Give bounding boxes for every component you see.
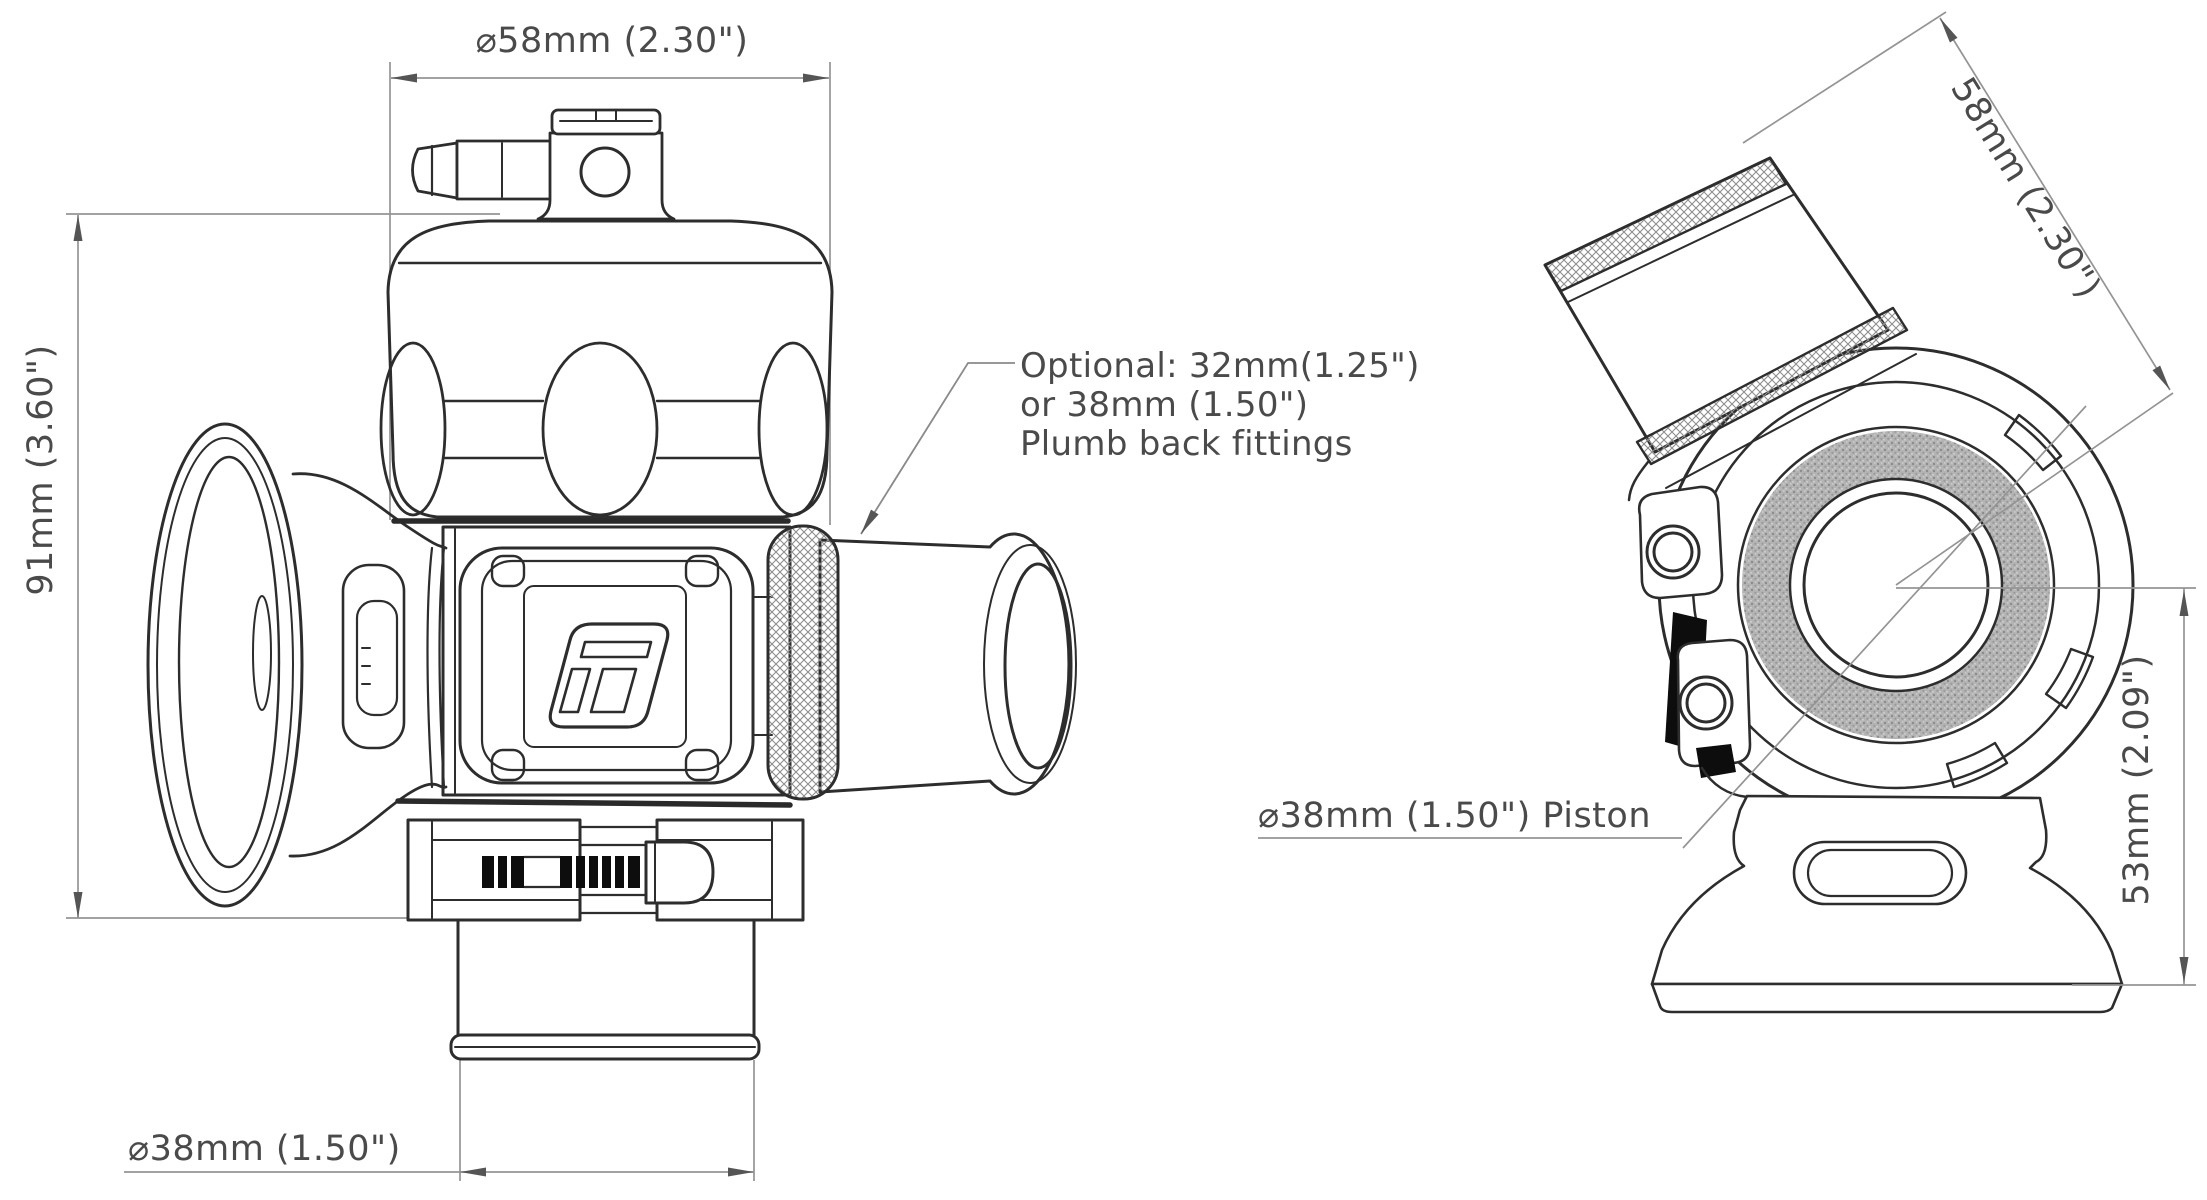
svg-text:Optional: 32mm(1.25"): Optional: 32mm(1.25")	[1020, 346, 1420, 386]
turbosmart-logo-icon	[548, 622, 670, 729]
outlet-tube-side	[1543, 156, 1917, 502]
side-view: 58mm (2.30") 53mm (2.09") ⌀38mm (1.50") …	[1258, 11, 2196, 1014]
front-view: ⌀58mm (2.30") 91mm (3.60") ⌀38mm (1.50")…	[21, 21, 1420, 1181]
mounting-base	[1650, 794, 2124, 1014]
piston-diameter-line	[1682, 405, 2087, 849]
piston-label: ⌀38mm (1.50") Piston	[1258, 796, 1651, 836]
front-dimension-lines	[66, 62, 831, 1181]
valve-front-body	[146, 108, 1077, 1061]
snap-ring-tabs	[1945, 413, 2095, 789]
trumpet-mount-tab	[341, 563, 406, 750]
optional-fittings-note: Optional: 32mm(1.25") or 38mm (1.50") Pl…	[1020, 346, 1420, 464]
dim-outlet-label: 58mm (2.30")	[1942, 71, 2108, 306]
dim-height-label: 53mm (2.09")	[2117, 654, 2157, 905]
front-dimension-arrows	[73, 73, 829, 1177]
clamp-bolt-spring	[482, 856, 640, 888]
piston-seal-ring	[1742, 431, 2051, 739]
svg-text:Plumb back fittings: Plumb back fittings	[1020, 424, 1353, 464]
svg-text:or 38mm (1.50"): or 38mm (1.50")	[1020, 385, 1308, 425]
trumpet-bell	[146, 422, 304, 908]
note-leader	[860, 362, 1015, 535]
side-dimension-lines	[1258, 11, 2196, 986]
dim-top-label: ⌀58mm (2.30")	[476, 21, 749, 61]
valve-side-body	[1543, 156, 2135, 1014]
spring-cap	[379, 219, 834, 519]
v-band-clamp	[406, 818, 805, 922]
dim-left-label: 91mm (3.60")	[21, 344, 61, 595]
plumb-back-outlet	[766, 524, 1077, 801]
side-dimension-arrows	[1940, 18, 2189, 983]
vacuum-fitting	[411, 108, 676, 221]
side-clamp-lugs	[1637, 485, 1752, 799]
inlet-pipe	[449, 918, 761, 1061]
dim-bottom-label: ⌀38mm (1.50")	[128, 1129, 401, 1169]
